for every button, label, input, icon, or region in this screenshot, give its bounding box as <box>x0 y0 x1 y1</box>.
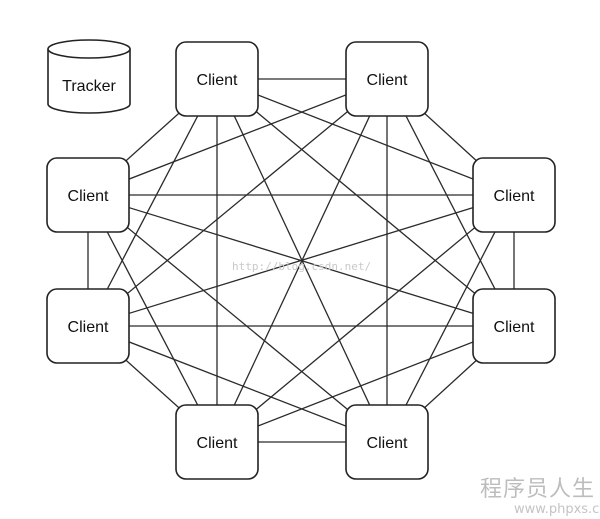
client-label: Client <box>367 435 408 452</box>
connection-line <box>87 194 388 443</box>
client-label: Client <box>68 319 109 336</box>
client-node: Client <box>345 41 429 117</box>
connection-line <box>386 194 515 443</box>
client-box <box>472 288 556 364</box>
tracker-cylinder-top <box>47 39 131 59</box>
client-box <box>472 157 556 233</box>
watermark-brand: 程序员人生 <box>480 477 595 502</box>
client-box <box>46 288 130 364</box>
client-node: Client <box>175 41 259 117</box>
client-node: Client <box>175 404 259 480</box>
tracker-label: Tracker <box>62 78 116 95</box>
connection-line <box>216 78 515 196</box>
client-label: Client <box>494 319 535 336</box>
connection-line <box>386 78 515 327</box>
tracker-cylinder-icon <box>47 49 131 114</box>
client-label: Client <box>197 435 238 452</box>
client-label: Client <box>367 72 408 89</box>
connection-line <box>87 194 515 327</box>
client-label: Client <box>197 72 238 89</box>
watermark-url: http://blog.csdn.net/ <box>232 260 371 273</box>
connection-line <box>87 78 388 196</box>
client-box <box>46 157 130 233</box>
client-label: Client <box>68 188 109 205</box>
watermark-site: www.phpxs.com <box>514 502 600 517</box>
connection-line <box>87 78 388 327</box>
client-label: Client <box>494 188 535 205</box>
client-box <box>175 404 259 480</box>
connection-line <box>87 325 388 443</box>
client-node: Client <box>46 157 130 233</box>
connection-line <box>216 194 515 443</box>
client-box <box>175 41 259 117</box>
client-node: Client <box>345 404 429 480</box>
client-node: Client <box>472 288 556 364</box>
connection-line <box>216 78 515 327</box>
client-box <box>345 41 429 117</box>
tracker-node: Tracker <box>47 39 131 114</box>
connection-line <box>87 194 218 443</box>
connection-line <box>216 325 515 443</box>
client-node: Client <box>472 157 556 233</box>
client-node: Client <box>46 288 130 364</box>
client-box <box>345 404 429 480</box>
connection-line <box>87 78 218 327</box>
